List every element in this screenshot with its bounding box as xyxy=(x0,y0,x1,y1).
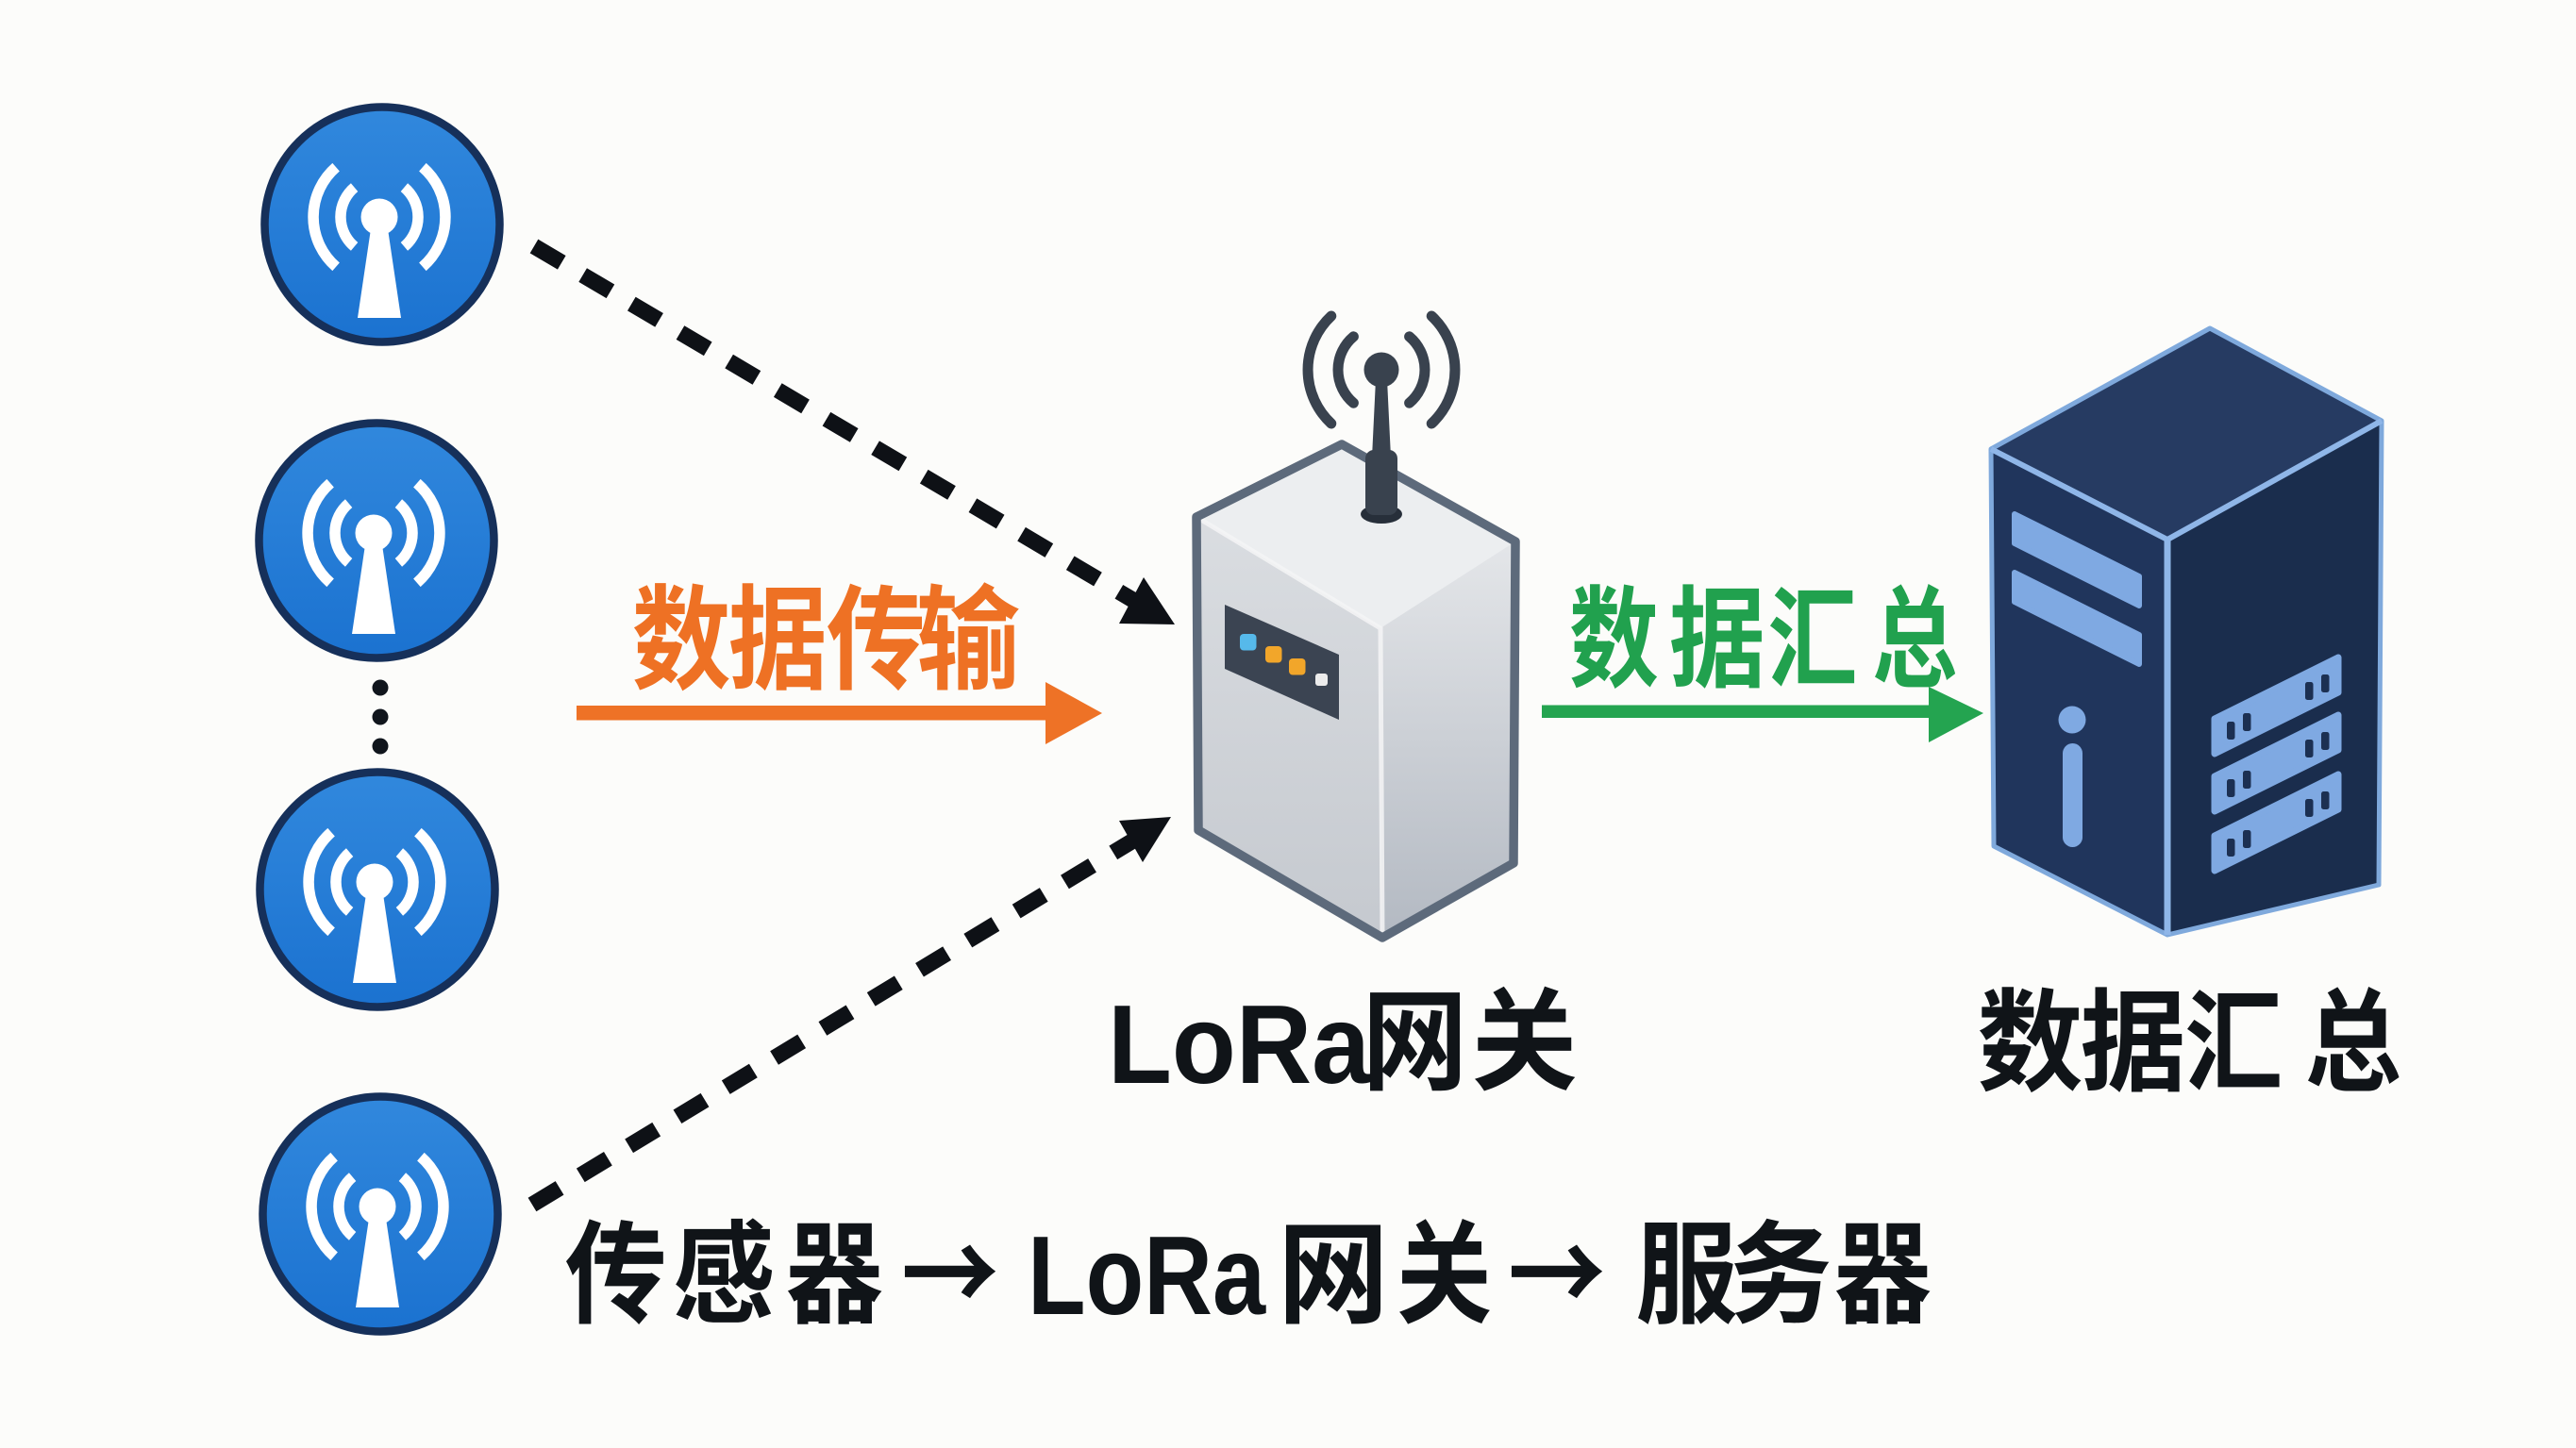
svg-text:LoRa: LoRa xyxy=(1108,982,1371,1107)
svg-text:LoRa: LoRa xyxy=(1028,1213,1266,1339)
